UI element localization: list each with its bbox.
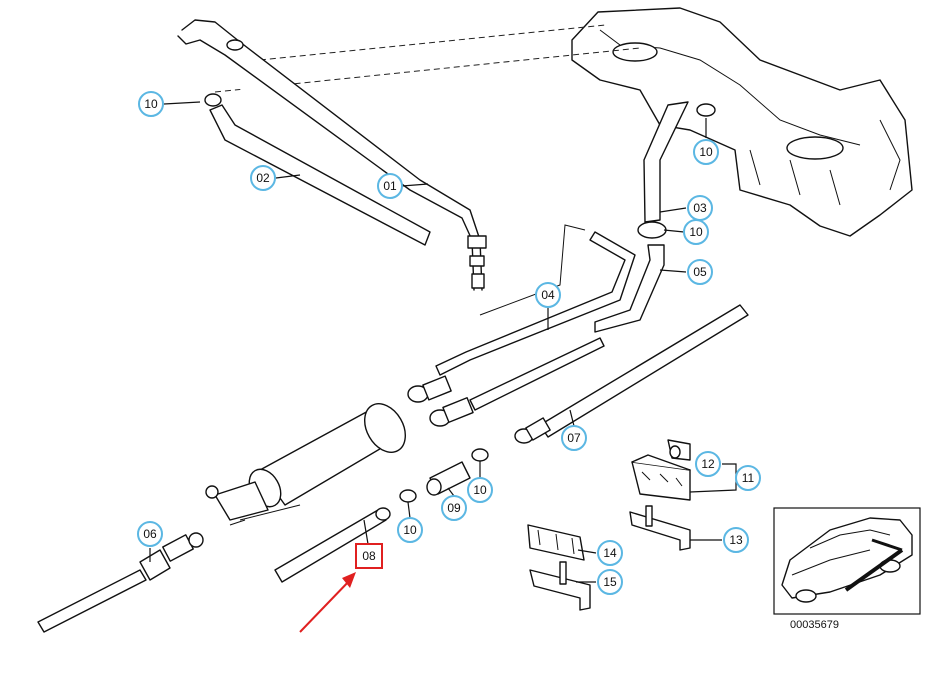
callout-08-highlight: 08 [355,543,383,569]
callout-07: 07 [561,425,587,451]
callout-09: 09 [441,495,467,521]
part-10-clamp [399,448,489,503]
part-04-pipe [407,224,636,427]
svg-text:05: 05 [693,265,707,279]
fuel-tank [571,7,913,237]
svg-text:04: 04 [541,288,555,302]
part-03-filler-hose [637,101,716,239]
part-12-clip [667,439,691,461]
callout-10: 10 [138,91,164,117]
callout-14: 14 [597,540,623,566]
svg-text:02: 02 [256,171,270,185]
callout-10: 10 [397,517,423,543]
callout-10: 10 [467,477,493,503]
reference-number: 00035679 [790,619,839,631]
part-11-bracket [631,454,691,501]
callout-10: 10 [693,139,719,165]
svg-text:10: 10 [699,145,713,159]
svg-text:14: 14 [603,546,617,560]
svg-text:08: 08 [362,549,376,563]
callout-02: 02 [250,165,276,191]
callout-03: 03 [687,195,713,221]
callout-04: 04 [535,282,561,308]
svg-text:13: 13 [729,533,743,547]
callout-12: 12 [695,451,721,477]
part-14-clip [527,524,585,561]
leader-lines [149,101,746,583]
svg-text:11: 11 [742,471,755,485]
svg-text:03: 03 [693,201,707,215]
svg-text:15: 15 [603,575,617,589]
callout-05: 05 [687,259,713,285]
part-02-hose [204,93,431,246]
callout-06: 06 [137,521,163,547]
part-05-hose [594,244,665,333]
highlight-arrow [299,572,356,633]
svg-text:09: 09 [447,501,461,515]
callout-13: 13 [723,527,749,553]
svg-text:10: 10 [403,523,417,537]
svg-text:10: 10 [689,225,703,239]
svg-text:10: 10 [144,97,158,111]
svg-text:06: 06 [143,527,157,541]
callout-15: 15 [597,569,623,595]
svg-text:12: 12 [701,457,715,471]
svg-text:10: 10 [473,483,487,497]
callout-01: 01 [377,173,403,199]
part-08-hose [274,507,391,583]
part-09-connector [426,461,471,496]
fuel-filter [205,403,406,526]
part-07-line [514,304,749,444]
part-01-fuel-line [177,19,487,291]
vehicle-locator-inset [773,507,921,615]
part-15-bracket [529,561,591,611]
part-06-line [37,532,204,633]
svg-text:01: 01 [383,179,397,193]
callout-11: 11 [735,465,761,491]
callout-10: 10 [683,219,709,245]
reference-line [239,24,606,63]
part-13-bracket [629,505,691,551]
svg-text:07: 07 [567,431,581,445]
